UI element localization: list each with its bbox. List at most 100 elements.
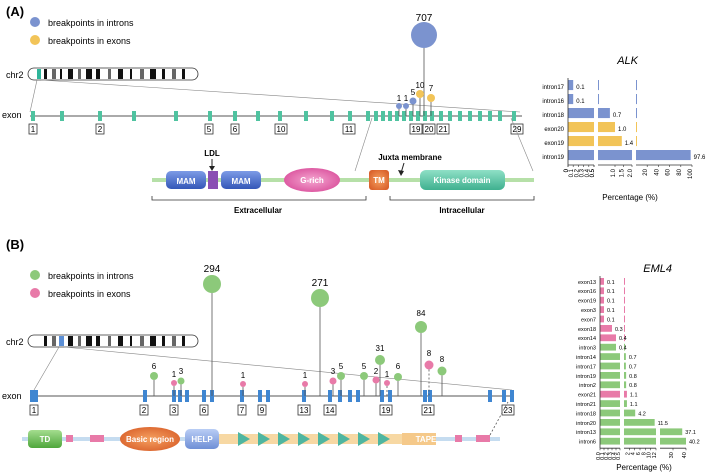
chromosome-band — [172, 69, 176, 79]
bar — [600, 428, 620, 436]
exon-block — [488, 390, 492, 402]
x-tick-label: 100 — [688, 168, 694, 179]
exon-number: 5 — [207, 125, 212, 134]
exon-block — [60, 111, 64, 121]
x-tick-label: 0 — [564, 168, 570, 172]
x-tick-label: 2.0 — [628, 168, 634, 177]
x-tick-label: 40 — [682, 452, 688, 458]
domain-mam-2 — [221, 171, 261, 189]
lollipop-head — [394, 373, 402, 381]
bar-category-label: intron16 — [542, 99, 564, 105]
exon-block — [174, 111, 178, 121]
legend-b-intron-text: breakpoints in introns — [48, 271, 134, 281]
domain-tape-label: TAPE — [416, 435, 437, 444]
lollipop-count: 84 — [417, 309, 426, 318]
bar-category-label: intron13 — [576, 430, 596, 436]
bar — [624, 437, 656, 445]
lollipop-head — [384, 380, 390, 386]
chromosome-band — [86, 336, 92, 346]
bar-category-label: intron17 — [576, 364, 596, 370]
lollipop-count: 294 — [204, 264, 221, 275]
bar — [600, 306, 604, 313]
extracellular-label: Extracellular — [234, 206, 282, 215]
bar — [624, 296, 625, 304]
bar — [568, 136, 594, 147]
exon-number: 10 — [277, 125, 286, 134]
exon-block — [348, 111, 352, 121]
bar — [624, 343, 625, 351]
bar-value-label: 0.7 — [629, 364, 637, 370]
exon-number: 19 — [412, 125, 421, 134]
legend-b-exon-text: breakpoints in exons — [48, 289, 131, 299]
bar — [600, 437, 620, 445]
bar — [624, 315, 625, 323]
bar — [600, 278, 604, 285]
bar — [598, 136, 622, 147]
exon-mark-b3 — [455, 435, 462, 442]
chromosome-band — [78, 69, 81, 79]
bar — [624, 334, 625, 342]
exon-number: 3 — [172, 406, 177, 415]
bar — [600, 419, 620, 426]
exon-block — [202, 390, 206, 402]
bar — [600, 362, 620, 370]
exon-block — [423, 390, 427, 402]
x-tick-label: 8 — [641, 452, 647, 455]
lollipop-count: 5 — [362, 362, 367, 371]
chromosome-band — [96, 336, 100, 346]
zoom-line-right-b — [63, 346, 513, 391]
chromosome-band — [118, 69, 123, 79]
bar — [598, 108, 610, 119]
chromosome-band — [172, 336, 176, 346]
triangle-marker — [378, 432, 390, 446]
lollipop-count: 3 — [179, 367, 184, 376]
bar — [598, 150, 632, 161]
chart-alk-title: ALK — [616, 55, 638, 67]
zoom-line-left-b — [33, 346, 60, 391]
lollipop-count: 8 — [440, 355, 445, 364]
bar — [600, 381, 620, 389]
domain-basic-region-label: Basic region — [126, 435, 174, 444]
legend-exon-text: breakpoints in exons — [48, 36, 131, 46]
map-line-a1 — [354, 117, 373, 172]
panel-b-label: (B) — [6, 237, 24, 252]
bar-value-label: 0.1 — [607, 299, 615, 305]
bar — [636, 122, 637, 133]
bar-value-label: 4.2 — [638, 411, 646, 417]
zoom-line-right-a — [40, 79, 521, 113]
domain-kinase-label: Kinase domain — [434, 176, 491, 185]
exon-block — [330, 111, 334, 121]
triangle-marker — [258, 432, 270, 446]
bar-category-label: intron2 — [579, 383, 596, 389]
triangle-marker — [298, 432, 310, 446]
lollipop-head — [203, 275, 221, 293]
x-tick-label: 20 — [643, 168, 649, 175]
bar-category-label: exon14 — [578, 336, 596, 342]
exon-number: 11 — [345, 125, 354, 134]
bar — [624, 287, 625, 295]
legend-exon-marker — [30, 35, 40, 45]
exon-mark-b1 — [66, 435, 73, 442]
lollipop-count: 1 — [172, 370, 177, 379]
lollipop-count: 707 — [416, 13, 433, 24]
exon-block — [388, 390, 392, 402]
bar — [568, 150, 594, 161]
bar-category-label: exon3 — [581, 308, 596, 314]
bar-value-label: 0.1 — [576, 99, 585, 105]
exon-number: 6 — [233, 125, 238, 134]
exon-number-box — [230, 123, 240, 135]
bar-value-label: 0.8 — [629, 383, 637, 389]
exon-block — [439, 111, 443, 121]
chromosome-label-a: chr2 — [6, 70, 24, 80]
x-tick-label: 0.4 — [585, 168, 591, 177]
exon-block — [356, 390, 360, 402]
lollipop-head — [415, 321, 427, 333]
exon-block — [448, 111, 452, 121]
exon-blocks-a — [31, 111, 516, 121]
lollipop-count: 6 — [152, 362, 157, 371]
domain-g-rich — [284, 168, 340, 192]
x-tick-label: 2 — [625, 452, 631, 455]
bar — [600, 353, 620, 360]
exon-block — [468, 111, 472, 121]
